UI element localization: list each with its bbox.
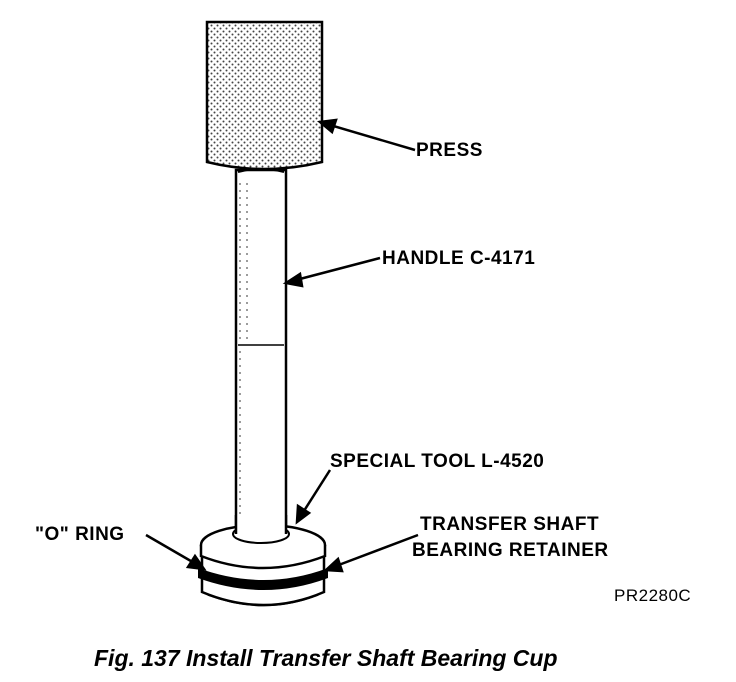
special-tool-and-retainer [198,515,328,607]
figure-code: PR2280C [614,586,692,605]
o-ring-label: "O" RING [35,524,125,545]
retainer-label-line1: TRANSFER SHAFT [420,514,600,535]
leader-lines [145,118,419,573]
special-tool-label: SPECIAL TOOL L-4520 [330,451,545,472]
press-label: PRESS [416,140,483,161]
handle-label: HANDLE C-4171 [382,248,536,269]
press-ram [205,20,324,171]
figure-caption: Fig. 137 Install Transfer Shaft Bearing … [94,645,558,671]
retainer-label-line2: BEARING RETAINER [412,540,609,561]
handle-shaft [234,168,288,540]
